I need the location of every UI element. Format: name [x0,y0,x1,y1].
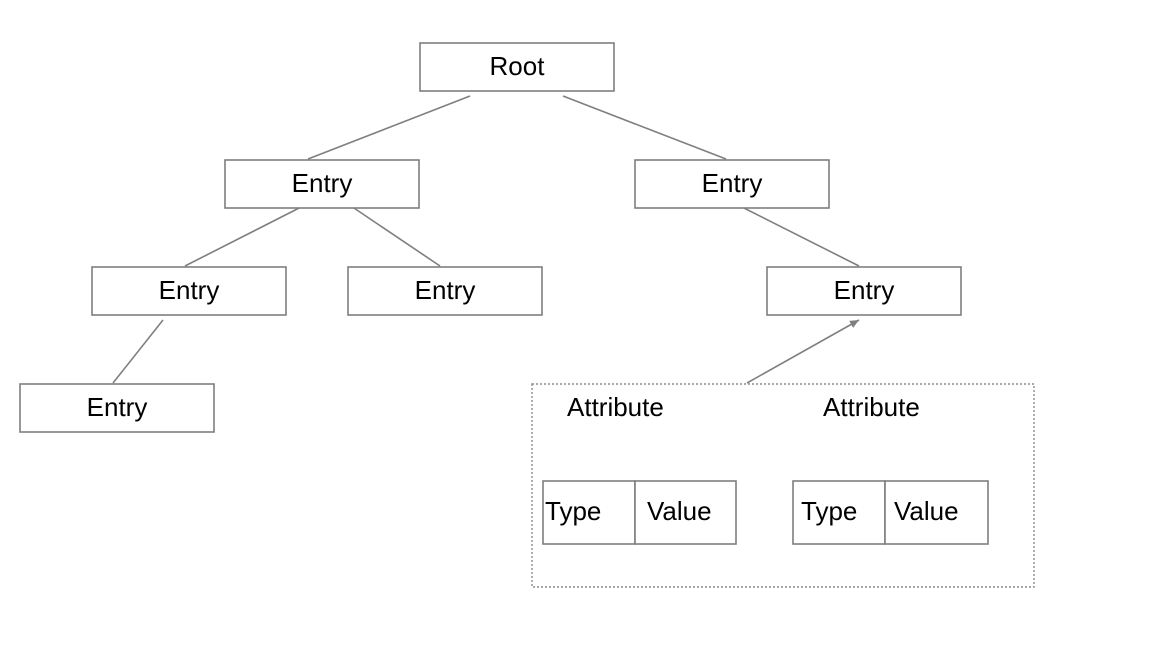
attribute-type-label: Type [545,496,601,526]
entry-label: Entry [292,168,353,198]
attribute-value-cell [884,480,989,545]
arrow-attributes-to-entry [746,319,860,384]
attribute-1: Attribute Type Value [542,392,737,545]
entry-label: Entry [415,275,476,305]
entry-node-right-child: Entry [766,266,962,316]
attribute-value-label: Value [894,496,959,526]
attribute-value-label: Value [647,496,712,526]
entry-node-right: Entry [634,159,830,209]
attribute-value-cell [634,480,737,545]
edge-root-entry-left [307,95,471,160]
edge-entry-left-child-right [347,203,441,267]
attribute-type-label: Type [801,496,857,526]
edge-entry-child-leaf [112,319,164,384]
edge-entry-right-child [735,203,860,267]
root-label: Root [490,51,546,81]
attribute-label: Attribute [823,392,920,422]
edge-root-entry-right [562,95,727,160]
attributes-group: Attribute Type Value Attribute Type Valu… [531,383,1035,588]
entry-label: Entry [702,168,763,198]
attribute-type-cell [542,480,636,545]
edge-entry-left-child-left [184,203,308,267]
root-node: Root [419,42,615,92]
entry-node-leaf: Entry [19,383,215,433]
entry-node-left: Entry [224,159,420,209]
entry-node-left-right: Entry [347,266,543,316]
attribute-2: Attribute Type Value [792,392,989,545]
entry-node-left-left: Entry [91,266,287,316]
attribute-type-cell [792,480,886,545]
attribute-label: Attribute [567,392,664,422]
entry-label: Entry [159,275,220,305]
entry-label: Entry [834,275,895,305]
entry-label: Entry [87,392,148,422]
